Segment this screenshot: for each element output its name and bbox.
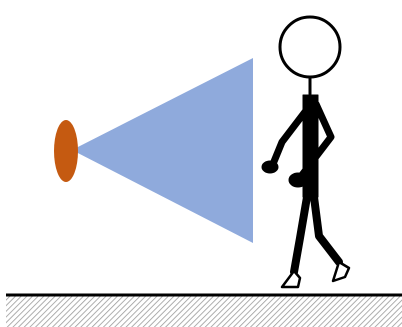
figure-front-leg xyxy=(314,197,339,262)
figure-back-leg xyxy=(294,197,307,272)
stick-figure-icon xyxy=(262,17,349,287)
light-source-icon xyxy=(54,120,78,182)
figure-head xyxy=(280,17,340,77)
figure-back-hand xyxy=(262,161,278,173)
ground xyxy=(6,295,402,327)
figure-front-hand xyxy=(289,173,307,187)
figure-back-shoe xyxy=(282,271,300,287)
light-beam xyxy=(72,58,253,243)
figure-front-shoe xyxy=(333,262,349,281)
ground-hatch xyxy=(6,296,402,327)
